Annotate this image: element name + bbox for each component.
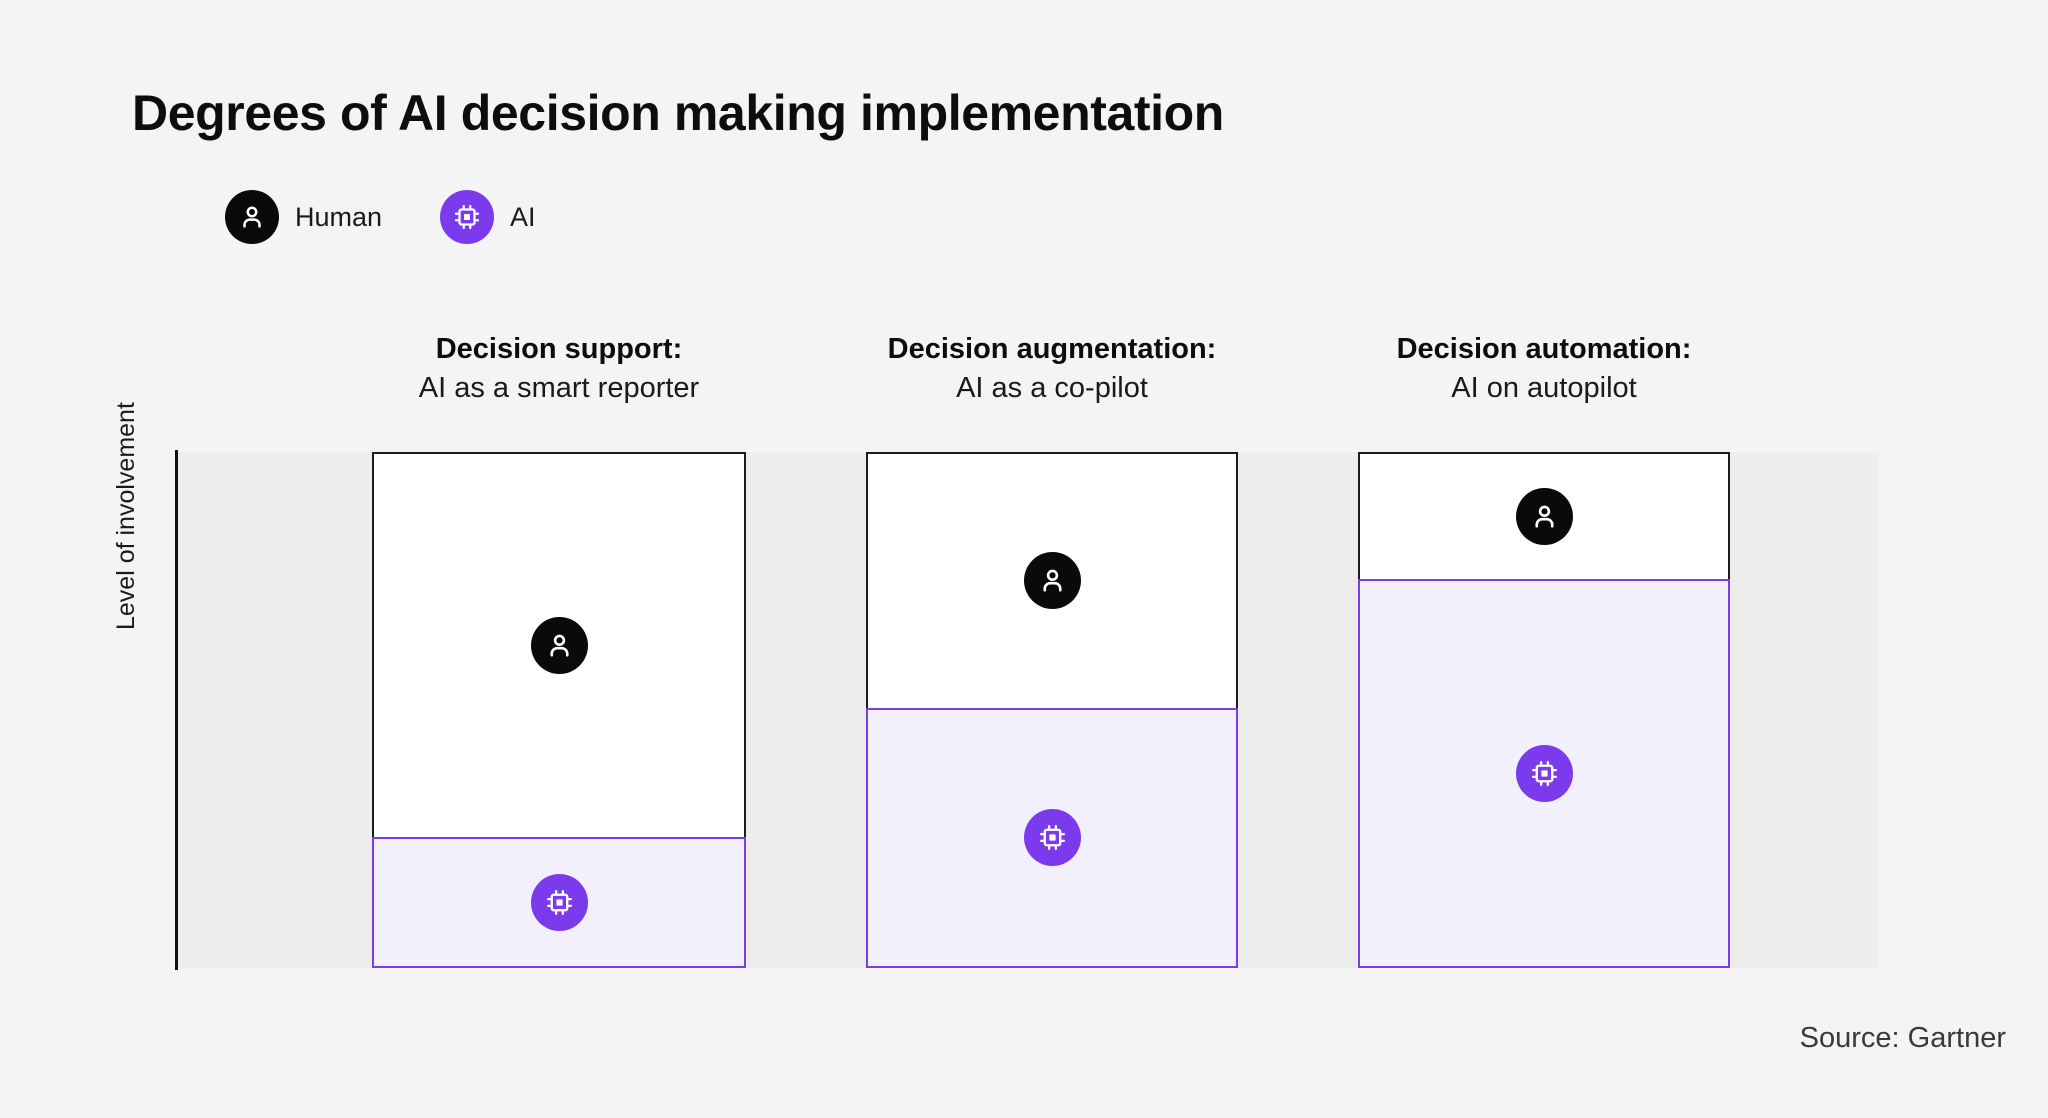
column-header-decision-automation: Decision automation: AI on autopilot xyxy=(1358,332,1730,407)
person-icon xyxy=(1515,487,1573,545)
column-header-decision-augmentation: Decision augmentation: AI as a co-pilot xyxy=(866,332,1238,407)
chip-icon xyxy=(440,190,495,244)
legend-label-ai: AI xyxy=(510,201,536,232)
y-axis-label: Level of involvement xyxy=(112,402,140,630)
segment-human[interactable] xyxy=(866,452,1238,710)
legend-item-human[interactable]: Human xyxy=(225,190,382,244)
bar-decision-augmentation[interactable] xyxy=(866,452,1238,968)
chip-icon xyxy=(1515,744,1573,802)
segment-ai[interactable] xyxy=(866,707,1238,968)
person-icon xyxy=(1023,552,1081,610)
legend-label-human: Human xyxy=(295,201,383,232)
person-icon xyxy=(530,616,588,674)
chip-icon xyxy=(530,873,588,931)
segment-ai[interactable] xyxy=(372,836,746,968)
source-attribution: Source: Gartner xyxy=(1799,1022,2006,1054)
legend: Human AI xyxy=(225,190,536,244)
column-subtitle: AI as a co-pilot xyxy=(956,372,1148,405)
chip-icon xyxy=(1023,809,1081,867)
column-header-decision-support: Decision support: AI as a smart reporter xyxy=(372,332,746,407)
person-icon xyxy=(225,190,279,244)
column-title: Decision augmentation: xyxy=(887,333,1217,365)
bar-decision-automation[interactable] xyxy=(1358,452,1730,968)
legend-item-ai[interactable]: AI xyxy=(440,190,536,244)
segment-ai[interactable] xyxy=(1358,578,1730,968)
segment-human[interactable] xyxy=(1358,452,1730,581)
page-title: Degrees of AI decision making implementa… xyxy=(132,85,1224,141)
y-axis-line xyxy=(175,450,178,970)
column-title: Decision automation: xyxy=(1396,333,1692,365)
column-subtitle: AI as a smart reporter xyxy=(418,372,700,405)
segment-human[interactable] xyxy=(372,452,746,839)
column-title: Decision support: xyxy=(435,333,683,365)
column-subtitle: AI on autopilot xyxy=(1451,372,1637,405)
bar-decision-support[interactable] xyxy=(372,452,746,968)
